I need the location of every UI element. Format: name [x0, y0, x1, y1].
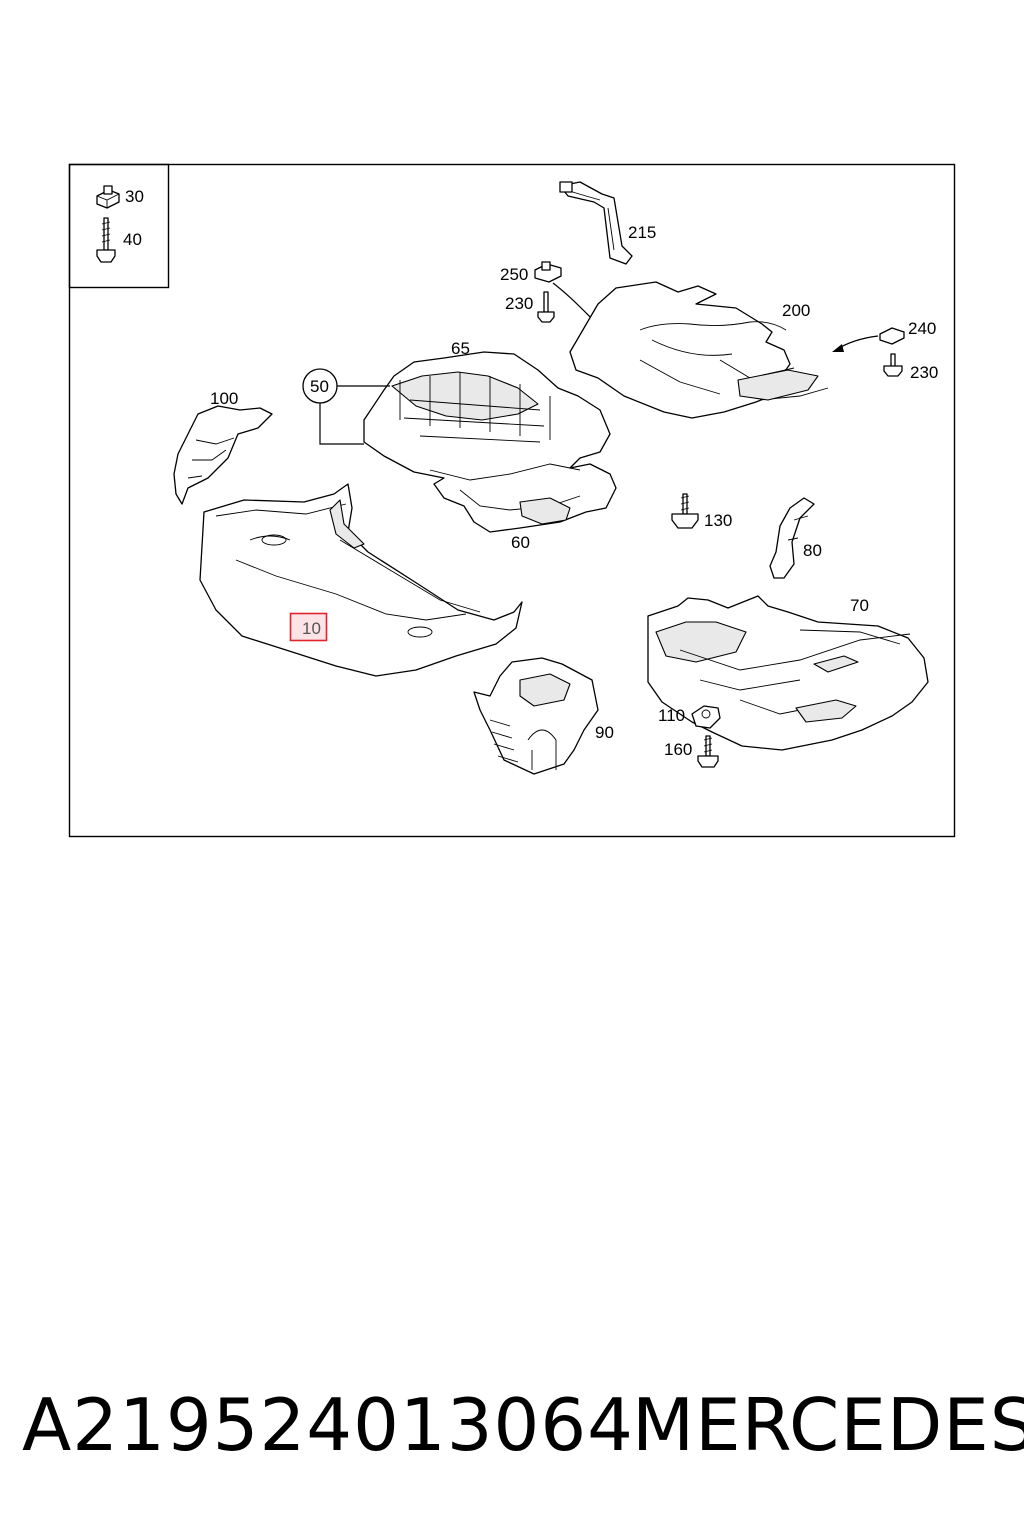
- clip-nut-icon: [96, 185, 120, 209]
- callout-215: 215: [628, 223, 656, 242]
- clip-240: [879, 327, 905, 345]
- legend-box: [68, 163, 170, 289]
- shield-assembly-60-65: [363, 351, 617, 533]
- part-number: A219524013064: [22, 1383, 634, 1467]
- screw-icon: [96, 217, 116, 263]
- screw-230-left: [537, 291, 555, 323]
- hose-80: [769, 497, 815, 579]
- legend-label-30: 30: [125, 187, 144, 206]
- shield-200: [569, 281, 829, 419]
- callout-200: 200: [782, 301, 810, 320]
- leader-50-bottom: [319, 403, 364, 445]
- clip-250: [534, 261, 562, 283]
- callout-100: 100: [210, 389, 238, 408]
- callout-60: 60: [511, 533, 530, 552]
- screw-230-right: [883, 353, 903, 377]
- rear-shield-70: [647, 595, 929, 751]
- callout-130: 130: [704, 511, 732, 530]
- diagram-frame: [68, 163, 956, 838]
- callout-90: 90: [595, 723, 614, 742]
- screw-130: [671, 493, 699, 529]
- screw-160: [697, 735, 719, 768]
- callout-80: 80: [803, 541, 822, 560]
- callout-240: 240: [908, 319, 936, 338]
- callout-110: 110: [658, 706, 685, 725]
- underbody-shield-10: [199, 483, 523, 677]
- callout-230-left: 230: [505, 294, 533, 313]
- panel-100: [173, 405, 273, 505]
- parts-diagram: 30 40 215 250 230 200 240 230: [68, 163, 956, 838]
- footer: A219524013064 MERCEDES: [0, 1370, 1024, 1480]
- callout-230-right: 230: [910, 363, 938, 382]
- bracket-215: [559, 181, 633, 265]
- brand-name: MERCEDES: [632, 1383, 1024, 1467]
- highlight-box-10: [289, 612, 328, 642]
- callout-65: 65: [451, 339, 470, 358]
- clip-110: [691, 705, 721, 729]
- callout-70: 70: [850, 596, 869, 615]
- callout-10[interactable]: 10: [302, 619, 321, 638]
- callout-160: 160: [664, 740, 692, 759]
- callout-50: 50: [310, 377, 329, 396]
- callout-250: 250: [500, 265, 528, 284]
- arrow-head: [832, 344, 844, 352]
- panel-90: [473, 657, 599, 775]
- legend-label-40: 40: [123, 230, 142, 249]
